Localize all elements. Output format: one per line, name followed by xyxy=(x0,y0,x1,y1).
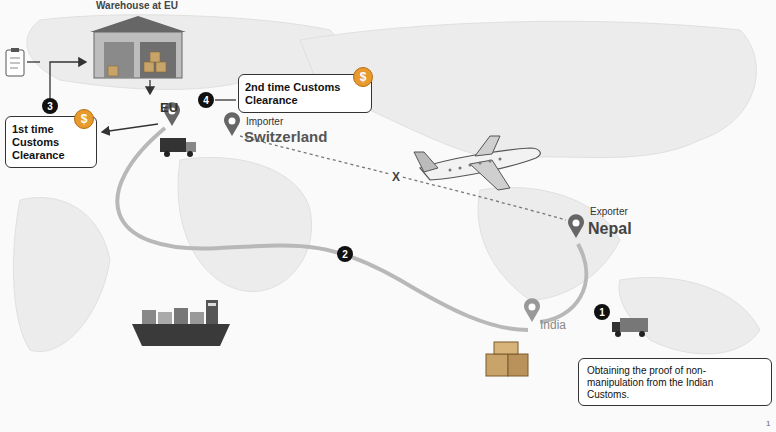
callout-number: 1 xyxy=(594,304,610,320)
clearance-box: 2nd time Customs Clearance$ xyxy=(238,74,372,113)
goods-boxes xyxy=(486,342,528,376)
map-label: Importer xyxy=(246,116,283,127)
flow-line xyxy=(215,99,236,100)
clearance-box: 1st time Customs Clearance$ xyxy=(5,116,97,168)
truck xyxy=(612,318,648,337)
map-label: India xyxy=(540,318,566,332)
coin-symbol: $ xyxy=(360,70,367,84)
map-label: EU xyxy=(160,100,178,115)
land-route xyxy=(540,244,586,322)
dollar-coin: $ xyxy=(74,109,94,129)
dollar-coin: $ xyxy=(353,67,373,87)
callout-number: 3 xyxy=(42,98,58,114)
location-pins xyxy=(164,102,584,322)
map-label: Switzerland xyxy=(244,128,327,145)
callout-number: 2 xyxy=(337,246,353,262)
warehouse xyxy=(90,16,186,78)
cargo-ship xyxy=(132,300,230,346)
map-label: 1 xyxy=(766,419,770,428)
map-label: Warehouse at EU xyxy=(96,0,178,11)
truck xyxy=(160,138,196,157)
coin-symbol: $ xyxy=(81,112,88,126)
map-label: Nepal xyxy=(588,220,632,238)
clipboard xyxy=(6,48,24,76)
airplane xyxy=(414,136,540,190)
callout-number: 4 xyxy=(198,92,214,108)
clearance-box: Obtaining the proof of non-manipulation … xyxy=(578,358,772,406)
air-route xyxy=(240,136,566,220)
flow-line xyxy=(149,80,150,94)
box-text: 1st time Customs Clearance xyxy=(12,123,70,163)
map-label: Exporter xyxy=(590,206,628,217)
box-text: 2nd time Customs Clearance xyxy=(245,81,347,107)
box-text: Obtaining the proof of non-manipulation … xyxy=(587,365,745,401)
flow-line xyxy=(102,124,158,132)
map-label: X xyxy=(390,170,402,184)
flow-line xyxy=(27,61,40,62)
world-map xyxy=(13,15,760,354)
